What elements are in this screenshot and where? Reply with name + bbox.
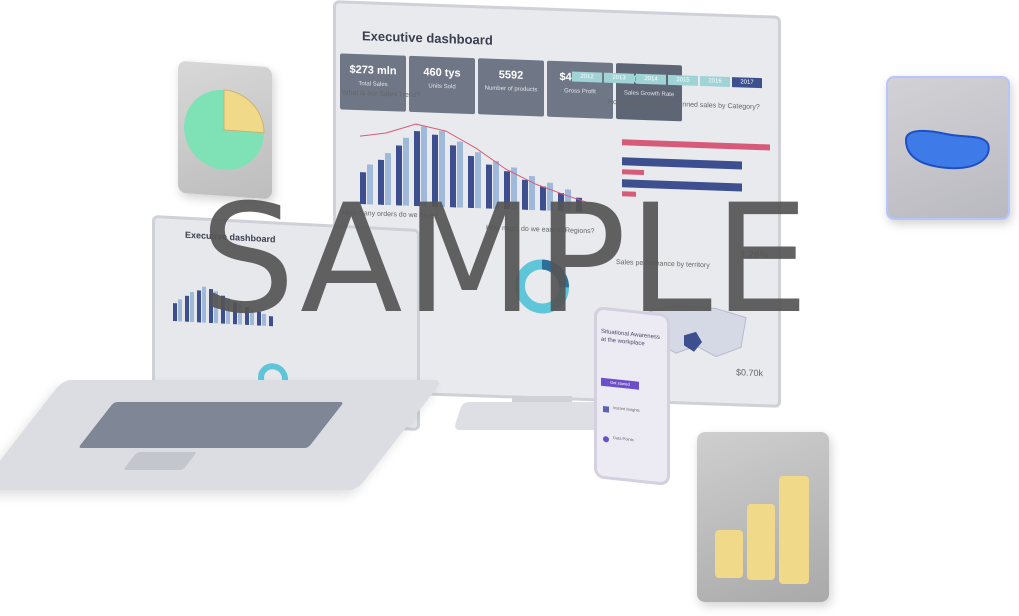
- phone-item-icon: [603, 435, 609, 443]
- phone-item-icon: [603, 405, 609, 413]
- bar-chart-icon: [715, 476, 809, 584]
- year-filter-button[interactable]: 2014: [636, 73, 666, 85]
- laptop-keyboard: [78, 402, 344, 448]
- year-filter-button[interactable]: 2015: [668, 74, 698, 86]
- year-filter-button[interactable]: 2017: [732, 77, 762, 89]
- sample-watermark: SAMPLE: [200, 173, 811, 347]
- bar-chart-tile: [697, 432, 829, 602]
- category-bar-chart: [622, 139, 770, 197]
- year-filter-button[interactable]: 2016: [700, 75, 730, 88]
- sales-trend-chart: [359, 123, 587, 212]
- kpi-card: $48 mlnGross Profit: [547, 60, 613, 119]
- blob-shape-icon: [904, 129, 990, 170]
- phone-item-label: Instant insights: [613, 405, 640, 413]
- map-value: $0.70k: [736, 367, 764, 379]
- pie-chart-tile: [178, 60, 272, 200]
- blob-tile: [886, 76, 1010, 220]
- year-filter-button[interactable]: 2013: [604, 72, 634, 84]
- kpi-card: 0.01%Sales Growth Rate: [616, 63, 682, 122]
- dashboard-title: Executive dashboard: [362, 28, 493, 48]
- laptop-trend-chart: [173, 286, 273, 327]
- year-filter-button[interactable]: 2012: [572, 71, 602, 83]
- regions-donut-chart: [515, 259, 569, 314]
- phone-get-started-button[interactable]: Get started: [601, 377, 639, 390]
- phone-item-label: Data Points: [613, 435, 634, 443]
- pie-chart-icon: [184, 89, 265, 171]
- monitor-stand: [512, 396, 572, 406]
